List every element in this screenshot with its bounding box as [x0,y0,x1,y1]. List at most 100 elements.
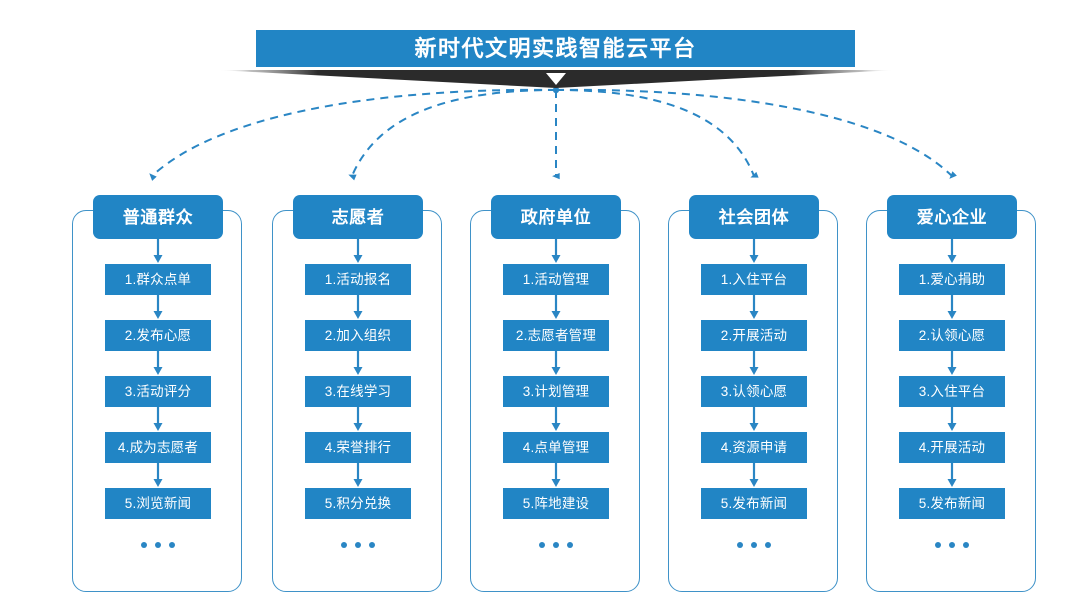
column-header-label: 爱心企业 [916,207,988,227]
arrow-down-icon [551,463,561,487]
connector-to-column-1 [149,88,557,181]
step-label: 1.活动管理 [522,271,590,287]
column-steps-3: 1.活动管理 2.志愿者管理 3.计划管理 4.点单管理 5.阵地建设 [470,239,642,548]
step-box[interactable]: 4.成为志愿者 [105,432,211,463]
step-box[interactable]: 5.积分兑换 [305,488,411,519]
step-label: 1.入住平台 [720,271,788,287]
platform-title-banner: 新时代文明实践智能云平台 [256,30,855,67]
role-column-2: 志愿者 1.活动报名 2.加入组织 3.在线学习 4.荣誉排行 5.积分兑换 [272,195,444,594]
arrow-down-icon [153,407,163,431]
step-label: 3.在线学习 [324,383,392,399]
arrow-down-icon [749,239,759,263]
step-label: 4.成为志愿者 [117,439,199,455]
step-box[interactable]: 3.计划管理 [503,376,609,407]
column-header-3[interactable]: 政府单位 [491,195,621,239]
arrow-down-icon [947,351,957,375]
step-box[interactable]: 4.荣誉排行 [305,432,411,463]
connector-to-column-5 [555,88,957,179]
step-box[interactable]: 5.发布新闻 [899,488,1005,519]
step-box[interactable]: 3.入住平台 [899,376,1005,407]
arrow-down-icon [749,351,759,375]
step-label: 2.发布心愿 [124,327,192,343]
step-label: 2.志愿者管理 [515,327,597,343]
arrow-down-icon [947,463,957,487]
arrow-down-icon [947,407,957,431]
column-header-4[interactable]: 社会团体 [689,195,819,239]
arrow-down-icon [551,239,561,263]
column-steps-5: 1.爱心捐助 2.认领心愿 3.入住平台 4.开展活动 5.发布新闻 [866,239,1038,548]
step-label: 5.积分兑换 [324,495,392,511]
role-column-5: 爱心企业 1.爱心捐助 2.认领心愿 3.入住平台 4.开展活动 5.发布新闻 [866,195,1038,594]
column-header-label: 政府单位 [520,207,592,227]
step-box[interactable]: 3.活动评分 [105,376,211,407]
step-box[interactable]: 4.开展活动 [899,432,1005,463]
step-label: 3.计划管理 [522,383,590,399]
step-box[interactable]: 4.资源申请 [701,432,807,463]
banner-ribbon-shadow [216,70,896,88]
step-label: 3.活动评分 [124,383,192,399]
column-header-1[interactable]: 普通群众 [93,195,223,239]
role-column-1: 普通群众 1.群众点单 2.发布心愿 3.活动评分 4.成为志愿者 5.浏览新闻 [72,195,244,594]
step-box[interactable]: 5.阵地建设 [503,488,609,519]
step-label: 5.阵地建设 [522,495,590,511]
step-label: 5.浏览新闻 [124,495,192,511]
step-label: 1.活动报名 [324,271,392,287]
step-box[interactable]: 5.浏览新闻 [105,488,211,519]
step-label: 1.爱心捐助 [918,271,986,287]
step-box[interactable]: 1.群众点单 [105,264,211,295]
step-label: 5.发布新闻 [918,495,986,511]
step-label: 4.荣誉排行 [324,439,392,455]
step-box[interactable]: 2.加入组织 [305,320,411,351]
column-steps-2: 1.活动报名 2.加入组织 3.在线学习 4.荣誉排行 5.积分兑换 [272,239,444,548]
arrow-down-icon [353,295,363,319]
arrow-down-icon [551,295,561,319]
arrow-down-icon [947,239,957,263]
step-box[interactable]: 5.发布新闻 [701,488,807,519]
step-label: 2.开展活动 [720,327,788,343]
more-items-ellipsis [737,542,771,548]
arrow-down-icon [153,351,163,375]
step-label: 4.资源申请 [720,439,788,455]
step-box[interactable]: 2.志愿者管理 [503,320,609,351]
role-column-4: 社会团体 1.入住平台 2.开展活动 3.认领心愿 4.资源申请 5.发布新闻 [668,195,840,594]
role-column-3: 政府单位 1.活动管理 2.志愿者管理 3.计划管理 4.点单管理 5.阵地建设 [470,195,642,594]
arrow-down-icon [153,295,163,319]
column-header-label: 志愿者 [331,207,385,227]
more-items-ellipsis [141,542,175,548]
page-title: 新时代文明实践智能云平台 [414,35,697,61]
arrow-down-icon [551,351,561,375]
step-label: 3.入住平台 [918,383,986,399]
step-box[interactable]: 2.开展活动 [701,320,807,351]
arrow-down-icon [353,239,363,263]
arrow-down-icon [153,239,163,263]
arrow-down-icon [353,351,363,375]
step-box[interactable]: 1.入住平台 [701,264,807,295]
column-steps-4: 1.入住平台 2.开展活动 3.认领心愿 4.资源申请 5.发布新闻 [668,239,840,548]
step-label: 2.认领心愿 [918,327,986,343]
arrow-down-icon [749,407,759,431]
step-label: 2.加入组织 [324,327,392,343]
step-label: 5.发布新闻 [720,495,788,511]
arrow-down-icon [749,295,759,319]
step-box[interactable]: 3.在线学习 [305,376,411,407]
role-columns-container: 普通群众 1.群众点单 2.发布心愿 3.活动评分 4.成为志愿者 5.浏览新闻… [0,195,1080,611]
column-header-label: 社会团体 [718,207,790,227]
step-box[interactable]: 2.认领心愿 [899,320,1005,351]
column-header-5[interactable]: 爱心企业 [887,195,1017,239]
column-header-2[interactable]: 志愿者 [293,195,423,239]
step-label: 1.群众点单 [124,271,192,287]
step-box[interactable]: 1.爱心捐助 [899,264,1005,295]
step-box[interactable]: 1.活动报名 [305,264,411,295]
arrow-down-icon [749,463,759,487]
arrow-down-icon [551,407,561,431]
step-box[interactable]: 1.活动管理 [503,264,609,295]
step-box[interactable]: 3.认领心愿 [701,376,807,407]
step-box[interactable]: 2.发布心愿 [105,320,211,351]
step-label: 4.开展活动 [918,439,986,455]
step-box[interactable]: 4.点单管理 [503,432,609,463]
arrow-down-icon [153,463,163,487]
step-label: 4.点单管理 [522,439,590,455]
column-header-label: 普通群众 [122,207,194,227]
connector-to-column-4 [555,89,759,178]
